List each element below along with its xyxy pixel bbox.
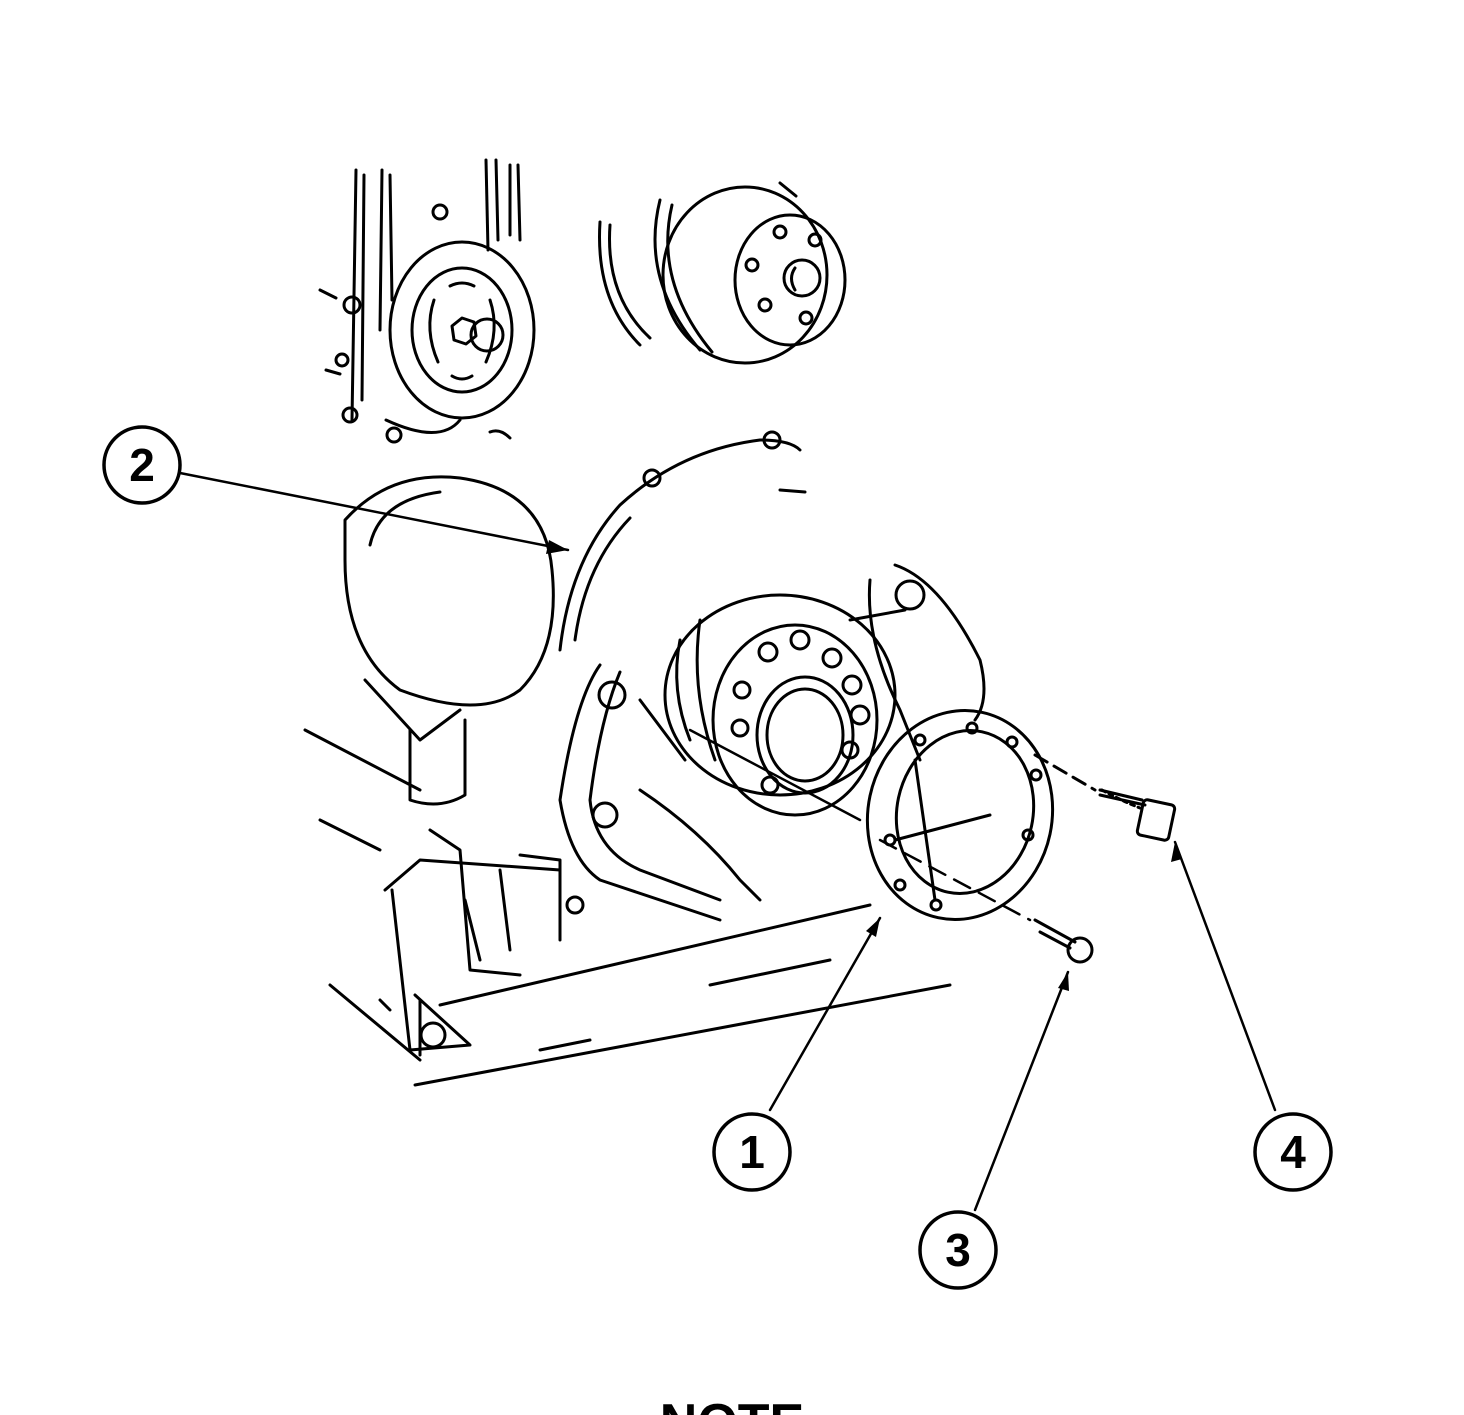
engine-block-base <box>303 728 952 1087</box>
callout-1 <box>712 1112 792 1192</box>
upper-pulley <box>598 181 847 365</box>
callout-2-label: 2 <box>129 439 155 491</box>
water-pump-pulley <box>318 158 536 444</box>
bolt-long <box>1033 753 1177 842</box>
leader-2 <box>178 471 570 552</box>
callout-4-label: 4 <box>1280 1126 1306 1178</box>
bolt-short <box>1033 918 1094 964</box>
leader-3 <box>973 970 1070 1212</box>
engine-mount-brackets <box>558 563 986 922</box>
callout-arrowheads <box>546 540 1182 991</box>
callout-3 <box>918 1210 998 1290</box>
note-heading: NOTE <box>660 1394 804 1415</box>
crankshaft-pulley <box>663 593 897 817</box>
callout-leaders <box>178 471 1277 1212</box>
leader-1 <box>768 916 882 1112</box>
callout-1-label: 1 <box>739 1126 765 1178</box>
timing-gear-cover <box>343 430 807 806</box>
arrowhead-4 <box>1171 842 1182 862</box>
leader-4 <box>1173 840 1277 1112</box>
front-cover-seal <box>688 709 1055 922</box>
callout-4 <box>1253 1112 1333 1192</box>
arrowhead-3 <box>1058 972 1069 991</box>
callout-2 <box>102 425 182 505</box>
callout-3-label: 3 <box>945 1224 971 1276</box>
arrowhead-2 <box>546 540 568 554</box>
arrowhead-1 <box>866 918 880 937</box>
